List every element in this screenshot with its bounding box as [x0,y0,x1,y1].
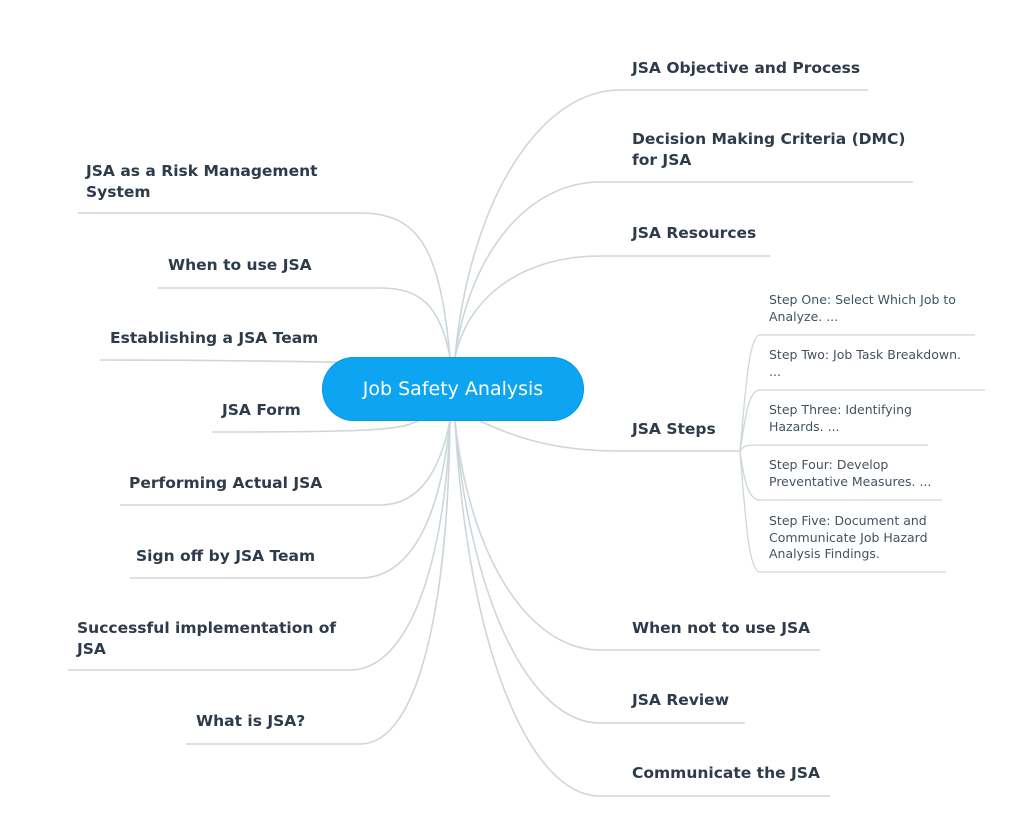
link-jsa-risk-management [78,212,451,358]
link-step-five [739,450,946,573]
link-review [454,420,745,724]
topic-what-is-jsa[interactable]: What is JSA? [196,712,306,730]
link-performing-jsa [120,420,451,506]
link-step-two [739,389,985,452]
link-objective-process [454,89,868,358]
link-step-three [739,444,928,452]
topic-performing-actual-jsa[interactable]: Performing Actual JSA [129,474,323,492]
subtopic-step-three[interactable]: Step Three: Identifying Hazards. ... [769,402,912,434]
subtopic-step-two[interactable]: Step Two: Job Task Breakdown. ... [769,347,961,379]
link-jsa-form [211,419,421,433]
topic-jsa-form[interactable]: JSA Form [222,401,301,419]
topic-jsa-objective-process[interactable]: JSA Objective and Process [632,59,861,77]
topic-jsa-risk-management[interactable]: JSA as a Risk Management System [86,162,318,201]
subtopic-step-four[interactable]: Step Four: Develop Preventative Measures… [769,457,932,489]
central-topic-label: Job Safety Analysis [362,378,544,400]
link-communicate [454,420,830,797]
link-sign-off [130,420,451,579]
central-topic[interactable]: Job Safety Analysis [322,357,584,421]
topic-when-not-to-use-jsa[interactable]: When not to use JSA [632,619,811,637]
link-successful-impl [68,420,451,671]
topic-establishing-jsa-team[interactable]: Establishing a JSA Team [110,329,319,347]
link-when-to-use [158,287,451,358]
link-dmc [454,181,913,358]
topic-communicate-the-jsa[interactable]: Communicate the JSA [632,764,820,782]
subtopic-step-five[interactable]: Step Five: Document and Communicate Job … [769,513,928,561]
link-what-is-jsa [186,420,451,745]
topic-decision-making-criteria[interactable]: Decision Making Criteria (DMC) for JSA [632,130,906,169]
subtopic-step-one[interactable]: Step One: Select Which Job to Analyze. .… [769,292,956,324]
link-step-one [739,334,975,452]
topic-when-to-use-jsa[interactable]: When to use JSA [168,256,312,274]
topic-jsa-resources[interactable]: JSA Resources [632,224,757,242]
topic-sign-off-by-jsa-team[interactable]: Sign off by JSA Team [136,547,316,565]
link-when-not-use [454,420,820,651]
link-resources [454,255,770,358]
topic-jsa-steps[interactable]: JSA Steps [632,420,716,438]
topic-successful-implementation[interactable]: Successful implementation of JSA [77,619,337,658]
link-jsa-steps [479,420,740,452]
topic-jsa-review[interactable]: JSA Review [632,691,730,709]
